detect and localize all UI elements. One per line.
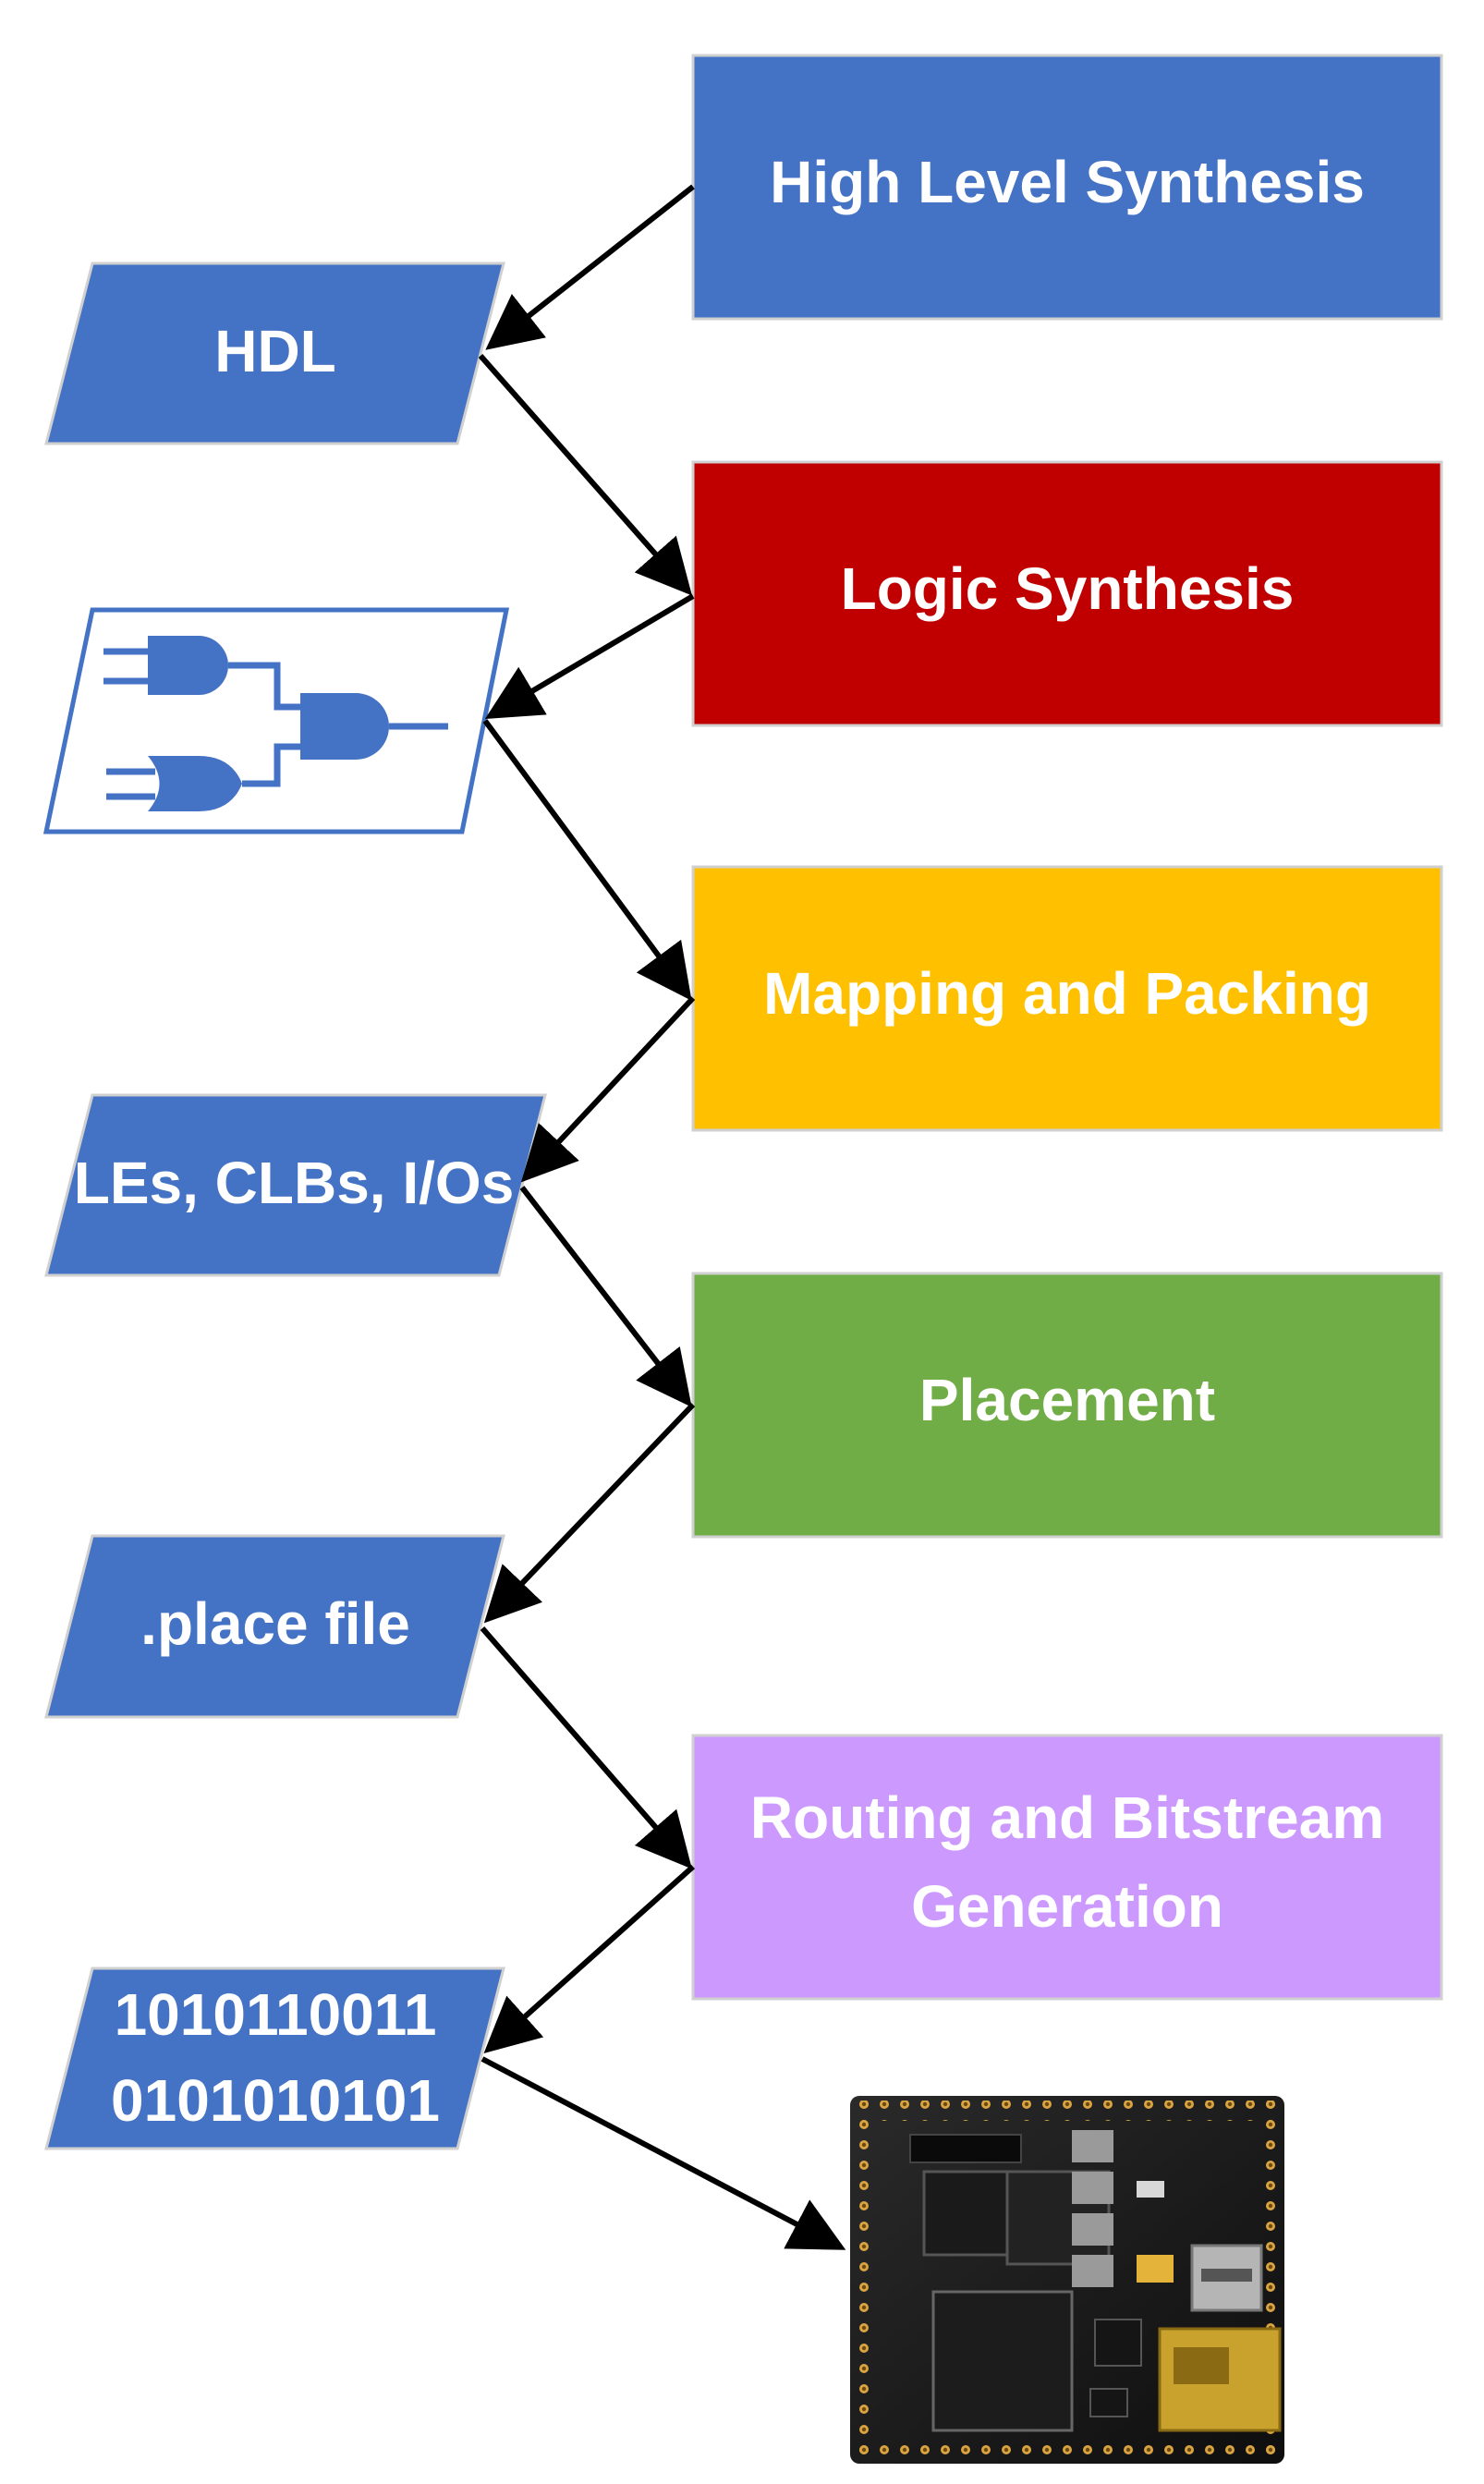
arrow-hls-to-hdl [485, 184, 695, 350]
step-routing-bitstream: Routing and Bitstream Generation [691, 1734, 1443, 2001]
step-high-level-synthesis: High Level Synthesis [691, 54, 1443, 321]
arrow-hdl-to-logic [478, 354, 692, 596]
arrow-place-to-routing [480, 1626, 692, 1869]
artifact-hdl: HDL [44, 262, 505, 445]
arrow-bits-to-board [480, 2056, 846, 2250]
step-logic-label: Logic Synthesis [841, 555, 1295, 622]
step-placement-label: Placement [919, 1367, 1215, 1433]
logic-gates-icon [103, 636, 448, 811]
arrow-logic-to-netlist [484, 593, 695, 720]
arrow-mapping-to-les [520, 995, 696, 1183]
artifact-place-file: .place file [44, 1534, 505, 1719]
step-placement: Placement [691, 1272, 1443, 1539]
artifact-les-label: LEs, CLBs, I/Os [74, 1150, 515, 1216]
artifact-netlist [43, 607, 510, 834]
step-logic-synthesis: Logic Synthesis [691, 460, 1443, 727]
step-routing-label-line2: Generation [911, 1873, 1223, 1940]
artifact-place-label: .place file [140, 1590, 410, 1657]
arrow-placement-to-place [483, 1402, 696, 1624]
artifact-bits-line2: 0101010101 [111, 2067, 440, 2134]
fpga-board-icon [850, 2096, 1284, 2464]
artifact-hdl-label: HDL [214, 318, 336, 384]
arrow-les-to-placement [519, 1186, 692, 1407]
arrow-netlist-to-mapping [482, 719, 692, 1001]
step-mapping-label: Mapping and Packing [763, 960, 1371, 1027]
artifact-bits-line1: 1010110011 [115, 1981, 437, 2048]
arrow-routing-to-bits [483, 1864, 695, 2053]
artifact-les-clbs-ios: LEs, CLBs, I/Os [44, 1093, 547, 1277]
flow-arrows [478, 184, 846, 2250]
step-mapping-packing: Mapping and Packing [691, 865, 1443, 1132]
step-routing-label-line1: Routing and Bitstream [750, 1784, 1384, 1851]
artifact-bitstream: 1010110011 0101010101 [44, 1966, 505, 2150]
step-hls-label: High Level Synthesis [770, 149, 1365, 215]
